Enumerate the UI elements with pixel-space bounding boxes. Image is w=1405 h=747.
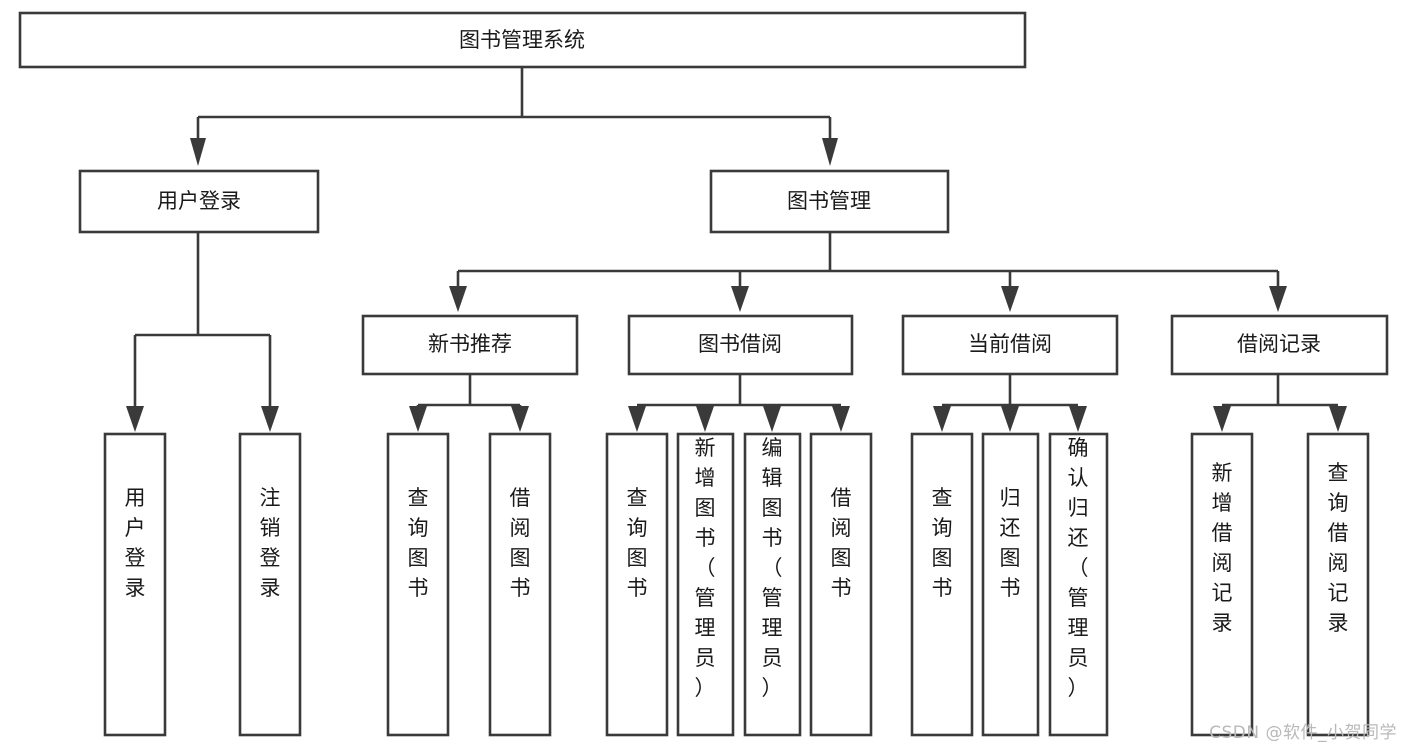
arrow-book-borrow-to-leaf-1 bbox=[628, 406, 646, 432]
node-book-borrow-box[interactable] bbox=[627, 314, 854, 376]
arrow-current-borrow-to-leaf-1 bbox=[933, 406, 951, 432]
arrow-user-login-to-leaf-1 bbox=[126, 406, 144, 432]
leaf-book-borrow-borrow-box[interactable] bbox=[809, 432, 873, 737]
leaf-borrow-record-add-label: 新增借阅记录 bbox=[1212, 461, 1233, 635]
node-book-manage-label: 图书管理 bbox=[787, 189, 871, 213]
arrow-borrow-record-to-leaf-2 bbox=[1329, 406, 1347, 432]
leaf-borrow-record-add[interactable]: 新增借阅记录 bbox=[1190, 432, 1254, 737]
arrow-new-book-to-leaf-2 bbox=[511, 406, 529, 432]
leaf-borrow-record-query-label: 查询借阅记录 bbox=[1328, 461, 1349, 635]
arrow-book-manage-to-current-borrow bbox=[1001, 286, 1019, 312]
node-book-manage-box[interactable] bbox=[709, 169, 950, 234]
leaf-new-book-query-label: 查询图书 bbox=[408, 486, 429, 600]
leaf-current-borrow-query[interactable]: 查询图书 bbox=[910, 432, 974, 737]
node-new-book-recommend-label: 新书推荐 bbox=[428, 332, 512, 356]
node-book-borrow[interactable]: 图书借阅 bbox=[627, 314, 854, 376]
arrow-current-borrow-to-leaf-2 bbox=[1001, 406, 1019, 432]
leaf-borrow-record-add-box[interactable] bbox=[1190, 432, 1254, 737]
leaf-new-book-query[interactable]: 查询图书 bbox=[386, 432, 450, 737]
leaf-user-login-logout-box[interactable] bbox=[238, 432, 302, 737]
edges-layer bbox=[126, 67, 1347, 432]
leaf-book-borrow-borrow-label: 借阅图书 bbox=[831, 486, 852, 600]
node-borrow-record[interactable]: 借阅记录 bbox=[1170, 314, 1389, 376]
node-current-borrow[interactable]: 当前借阅 bbox=[901, 314, 1119, 376]
leaf-book-borrow-edit-label: 编辑图书（管理员） bbox=[762, 436, 783, 700]
leaf-user-login-logout-label: 注销登录 bbox=[260, 486, 281, 600]
arrow-user-login-to-leaf-2 bbox=[261, 406, 279, 432]
leaf-new-book-borrow-label: 借阅图书 bbox=[510, 486, 531, 600]
leaf-book-borrow-query-label: 查询图书 bbox=[627, 486, 648, 600]
arrow-book-borrow-to-leaf-2 bbox=[696, 406, 714, 432]
leaf-user-login-logout[interactable]: 注销登录 bbox=[238, 432, 302, 737]
arrow-book-borrow-to-leaf-4 bbox=[832, 406, 850, 432]
leaf-book-borrow-add-box[interactable] bbox=[676, 432, 735, 737]
node-user-login-label: 用户登录 bbox=[157, 189, 241, 213]
leaf-current-borrow-confirm[interactable]: 确认归还（管理员） bbox=[1048, 432, 1109, 737]
leaf-new-book-query-box[interactable] bbox=[386, 432, 450, 737]
node-user-login[interactable]: 用户登录 bbox=[78, 169, 320, 234]
leaf-borrow-record-query-box[interactable] bbox=[1306, 432, 1370, 737]
arrow-root-to-book-manage bbox=[822, 138, 838, 166]
leaf-book-borrow-query[interactable]: 查询图书 bbox=[605, 432, 669, 737]
leaf-user-login-login-box[interactable] bbox=[103, 432, 167, 737]
leaf-new-book-borrow[interactable]: 借阅图书 bbox=[488, 432, 552, 737]
arrow-book-manage-to-new-book bbox=[449, 286, 467, 312]
node-root-label: 图书管理系统 bbox=[459, 28, 585, 52]
leaf-book-borrow-add[interactable]: 新增图书（管理员） bbox=[676, 432, 735, 737]
node-borrow-record-box[interactable] bbox=[1170, 314, 1389, 376]
arrow-current-borrow-to-leaf-3 bbox=[1069, 406, 1087, 432]
leaf-user-login-login[interactable]: 用户登录 bbox=[103, 432, 167, 737]
leaf-current-borrow-confirm-label: 确认归还（管理员） bbox=[1068, 436, 1089, 700]
node-borrow-record-label: 借阅记录 bbox=[1237, 332, 1321, 356]
leaf-book-borrow-edit-box[interactable] bbox=[743, 432, 802, 737]
leaf-book-borrow-query-box[interactable] bbox=[605, 432, 669, 737]
arrow-new-book-to-leaf-1 bbox=[409, 406, 427, 432]
arrow-book-manage-to-book-borrow bbox=[731, 286, 749, 312]
leaf-borrow-record-query[interactable]: 查询借阅记录 bbox=[1306, 432, 1370, 737]
arrow-root-to-user-login bbox=[190, 138, 206, 166]
node-root[interactable]: 图书管理系统 bbox=[18, 11, 1027, 69]
node-user-login-box[interactable] bbox=[78, 169, 320, 234]
leaf-current-borrow-return-box[interactable] bbox=[981, 432, 1040, 737]
leaf-current-borrow-return[interactable]: 归还图书 bbox=[981, 432, 1040, 737]
node-root-box[interactable] bbox=[18, 11, 1027, 69]
node-book-borrow-label: 图书借阅 bbox=[698, 332, 782, 356]
leaf-new-book-borrow-box[interactable] bbox=[488, 432, 552, 737]
leaf-current-borrow-query-label: 查询图书 bbox=[932, 486, 953, 600]
leaf-current-borrow-return-label: 归还图书 bbox=[1000, 486, 1021, 600]
leaf-current-borrow-confirm-box[interactable] bbox=[1048, 432, 1109, 737]
arrow-book-manage-to-borrow-record bbox=[1269, 286, 1287, 312]
leaf-book-borrow-edit[interactable]: 编辑图书（管理员） bbox=[743, 432, 802, 737]
leaf-book-borrow-add-label: 新增图书（管理员） bbox=[695, 436, 716, 700]
leaf-book-borrow-borrow[interactable]: 借阅图书 bbox=[809, 432, 873, 737]
arrow-book-borrow-to-leaf-3 bbox=[763, 406, 781, 432]
node-book-manage[interactable]: 图书管理 bbox=[709, 169, 950, 234]
leaf-current-borrow-query-box[interactable] bbox=[910, 432, 974, 737]
node-new-book-recommend[interactable]: 新书推荐 bbox=[361, 314, 579, 376]
node-current-borrow-box[interactable] bbox=[901, 314, 1119, 376]
node-new-book-recommend-box[interactable] bbox=[361, 314, 579, 376]
leaf-user-login-login-label: 用户登录 bbox=[125, 486, 146, 600]
node-current-borrow-label: 当前借阅 bbox=[968, 332, 1052, 356]
csdn-watermark: CSDN @软件_小贺同学 bbox=[1209, 723, 1397, 743]
arrow-borrow-record-to-leaf-1 bbox=[1213, 406, 1231, 432]
